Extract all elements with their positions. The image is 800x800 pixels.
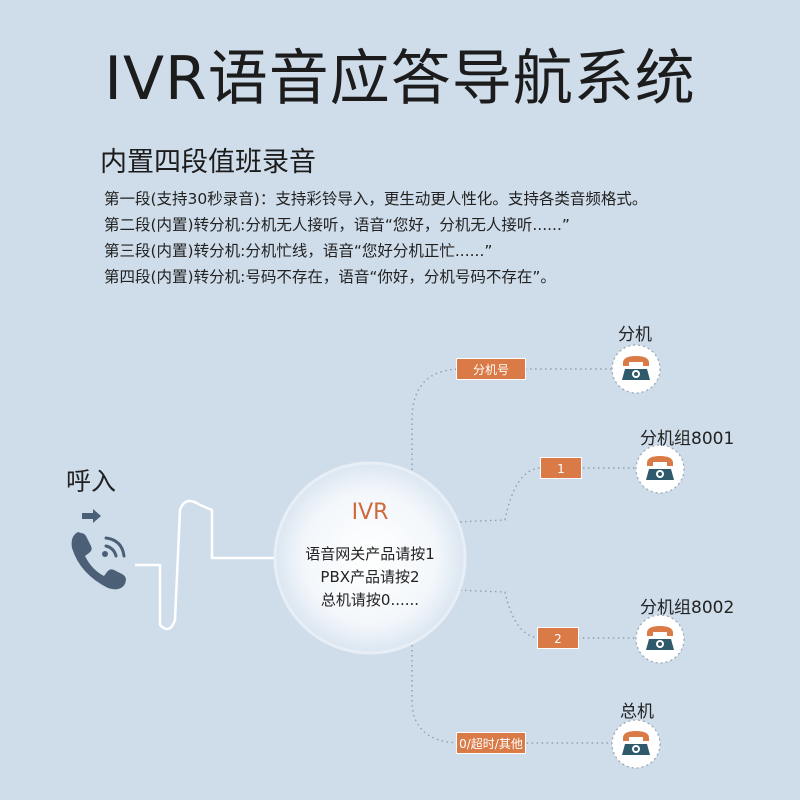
page-title: IVR语音应答导航系统 xyxy=(104,44,696,114)
desk-phone-icon xyxy=(635,614,685,664)
caller-phone-icon xyxy=(71,532,126,590)
description-line: 第三段(内置)转分机:分机忙线，语音“您好分机正忙......” xyxy=(104,242,493,260)
branch-line-extension xyxy=(411,368,612,475)
description-line: 第一段(支持30秒录音)：支持彩铃导入，更生动更人性化。支持各类音频格式。 xyxy=(104,190,648,208)
target-label-group-8001: 分机组8001 xyxy=(640,429,735,449)
ivr-menu-line: 语音网关产品请按1 xyxy=(305,545,435,563)
arrow-right-icon xyxy=(82,509,101,523)
description-line: 第二段(内置)转分机:分机无人接听，语音“您好，分机无人接听......” xyxy=(104,216,570,234)
section-subtitle: 内置四段值班录音 xyxy=(100,147,316,178)
target-label-extension: 分机 xyxy=(618,325,652,345)
branch-line-group-8001 xyxy=(454,467,635,523)
caller-label: 呼入 xyxy=(66,467,117,496)
ivr-menu-line: 总机请按0...... xyxy=(320,591,420,609)
target-label-group-8002: 分机组8002 xyxy=(640,598,735,618)
desk-phone-icon xyxy=(635,444,685,494)
caller-connector xyxy=(135,499,280,631)
ivr-menu-line: PBX产品请按2 xyxy=(320,568,420,586)
branch-line-operator xyxy=(411,640,612,744)
branch-tag-group-8002: 2 xyxy=(537,627,579,649)
desk-phone-icon xyxy=(611,344,661,394)
description-line: 第四段(内置)转分机:号码不存在，语音“你好，分机号码不存在”。 xyxy=(104,268,556,286)
branch-tag-operator: 0/超时/其他 xyxy=(456,732,526,754)
ivr-title: IVR xyxy=(351,500,389,525)
ivr-node xyxy=(273,461,467,655)
branch-tag-group-8001: 1 xyxy=(540,457,582,479)
branch-tag-extension: 分机号 xyxy=(456,358,526,380)
desk-phone-icon xyxy=(611,719,661,769)
description-block: 第一段(支持30秒录音)：支持彩铃导入，更生动更人性化。支持各类音频格式。 第二… xyxy=(104,186,647,290)
target-label-operator: 总机 xyxy=(620,702,654,722)
